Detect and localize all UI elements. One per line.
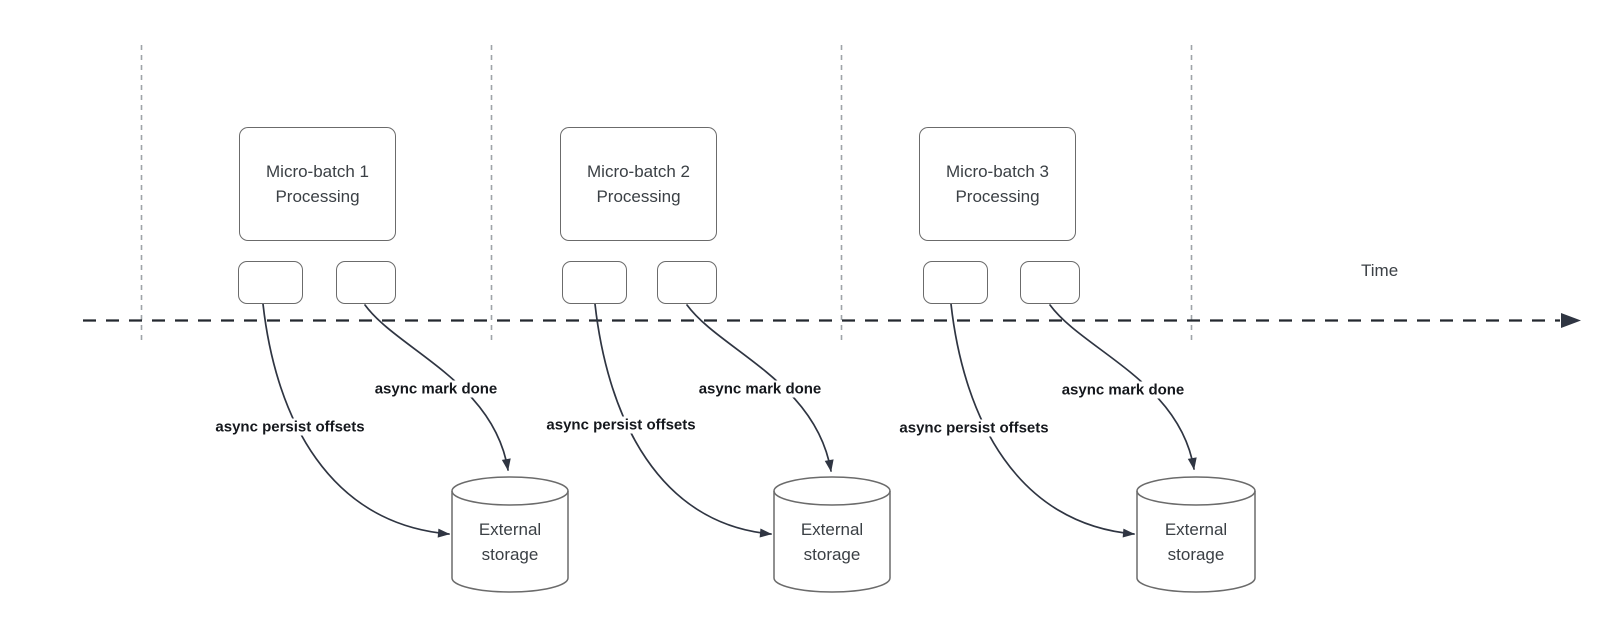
external-storage-label-2-line1: External [800, 520, 864, 539]
async-persist-offsets-label-3: async persist offsets [896, 419, 1052, 437]
external-storage-cylinder-3 [1136, 476, 1256, 593]
mark-done-task-box-1 [336, 261, 396, 304]
external-storage-cylinder-2 [773, 476, 891, 593]
micro-batch-3-title-line1: Micro-batch 3 [946, 162, 1049, 181]
external-storage-label-1: External storage [445, 517, 575, 567]
async-persist-offsets-label-2: async persist offsets [543, 416, 699, 434]
external-storage-label-2-line2: storage [803, 545, 861, 564]
micro-batch-2-title-line1: Micro-batch 2 [587, 162, 690, 181]
micro-batch-3-title-line2: Processing [955, 187, 1040, 206]
async-mark-done-label-1: async mark done [371, 380, 501, 398]
persist-offsets-task-box-3 [923, 261, 988, 304]
async-persist-offsets-label-1: async persist offsets [212, 418, 368, 436]
persist-offsets-task-box-2 [562, 261, 627, 304]
micro-batch-1-title-line1: Micro-batch 1 [266, 162, 369, 181]
mark-done-task-box-2 [657, 261, 717, 304]
micro-batch-1-title-line2: Processing [275, 187, 360, 206]
async-mark-done-arrow-3 [1049, 304, 1197, 470]
micro-batch-2-box: Micro-batch 2 Processing [560, 127, 717, 241]
micro-batch-2-title-line2: Processing [596, 187, 681, 206]
async-persist-offsets-arrow-3 [950, 303, 1135, 538]
external-storage-label-3-line1: External [1164, 520, 1228, 539]
external-storage-label-3: External storage [1131, 517, 1261, 567]
async-persist-offsets-arrow-2 [594, 303, 772, 538]
external-storage-label-3-line2: storage [1167, 545, 1225, 564]
async-mark-done-arrow-2 [686, 304, 834, 472]
async-persist-offsets-arrow-1 [262, 303, 450, 538]
mark-done-task-box-3 [1020, 261, 1080, 304]
micro-batch-3-box: Micro-batch 3 Processing [919, 127, 1076, 241]
external-storage-label-2: External storage [767, 517, 897, 567]
external-storage-label-1-line1: External [478, 520, 542, 539]
time-axis-label: Time [1361, 261, 1399, 280]
persist-offsets-task-box-1 [238, 261, 303, 304]
micro-batch-1-box: Micro-batch 1 Processing [239, 127, 396, 241]
time-axis-arrowhead [1561, 313, 1581, 328]
async-mark-done-label-3: async mark done [1058, 381, 1188, 399]
async-mark-done-arrow-1 [364, 304, 511, 471]
async-mark-done-label-2: async mark done [695, 380, 825, 398]
external-storage-cylinder-1 [451, 476, 569, 593]
external-storage-label-1-line2: storage [481, 545, 539, 564]
